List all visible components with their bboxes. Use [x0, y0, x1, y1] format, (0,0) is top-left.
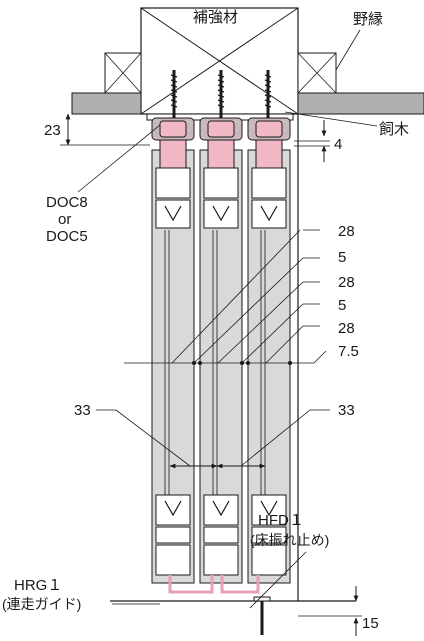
dim-28c-label: 28 [338, 320, 355, 337]
nobuchi-right [297, 52, 337, 94]
dim-15-label: 15 [362, 615, 379, 632]
doc-label-line3: DOC5 [46, 228, 88, 245]
hfd-label-line1: HFD１ [258, 512, 304, 529]
dim-33-callouts [96, 409, 330, 469]
spacing-callouts [124, 229, 327, 365]
dim-33-left-label: 33 [74, 402, 91, 419]
doc-label-line1: DOC8 [46, 194, 88, 211]
hfd-label-line2: (床振れ止め) [250, 532, 329, 548]
kaigi-label: 飼木 [379, 121, 409, 138]
dim-23-label: 23 [44, 122, 61, 139]
dim-7-5-label: 7.5 [338, 343, 359, 360]
nobuchi-label: 野縁 [353, 11, 383, 28]
hrg-label-line1: HRG１ [14, 577, 62, 594]
doc-label-line2: or [58, 211, 71, 228]
dim-5a-label: 5 [338, 249, 346, 266]
dim-28a-label: 28 [338, 223, 355, 240]
hrg-label-line2: (連走ガイド) [2, 596, 81, 612]
nobuchi-left [104, 52, 142, 94]
link-guide [168, 575, 260, 594]
dim-33-right-label: 33 [338, 402, 355, 419]
dim-4-label: 4 [334, 136, 342, 153]
door-roller-icon [151, 117, 291, 229]
floor-screw [253, 596, 271, 635]
ceiling-board [71, 92, 424, 115]
bottom-guide-hardware [155, 494, 287, 576]
wood-screw-icon [170, 70, 272, 118]
reinforcement-label: 補強材 [193, 9, 238, 26]
dim-28b-label: 28 [338, 274, 355, 291]
dim-5b-label: 5 [338, 297, 346, 314]
